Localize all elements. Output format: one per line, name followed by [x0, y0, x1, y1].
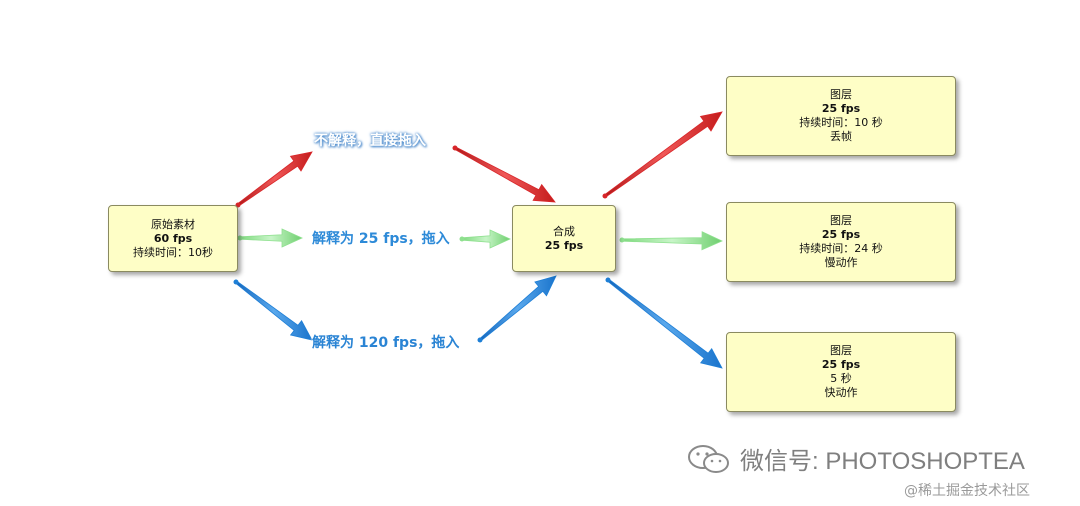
arrow-red-source-to-label-shape: [236, 151, 313, 207]
layer1-note: 丢帧: [830, 130, 852, 143]
arrow-blue-source-to-label-start-dot: [233, 279, 239, 285]
arrow-green-label-to-comp-shape: [461, 229, 511, 249]
arrow-green-source-to-label: [237, 228, 303, 248]
arrow-blue-source-to-label-shape: [234, 280, 313, 341]
layer3-note: 快动作: [824, 386, 858, 399]
arrow-blue-source-to-label: [233, 279, 313, 341]
arrow-green-comp-to-layer2-start-dot: [619, 237, 625, 243]
arrow-blue-label-to-comp: [477, 275, 557, 343]
wechat-watermark: 微信号: PHOTOSHOPTEA: [686, 441, 1025, 476]
wechat-logo-icon: [688, 444, 729, 473]
arrow-green-comp-to-layer2: [619, 231, 723, 251]
comp-title: 合成: [553, 224, 575, 238]
arrow-red-comp-to-layer1: [602, 111, 723, 199]
arrow-green-label-to-comp: [459, 229, 511, 249]
comp-rate: 25 fps: [544, 238, 584, 252]
arrow-red-comp-to-layer1-start-dot: [602, 193, 608, 199]
source-duration: 持续时间：10秒: [133, 245, 213, 259]
arrow-green-label-to-comp-start-dot: [459, 236, 465, 242]
arrow-blue-label-to-comp-start-dot: [477, 337, 483, 343]
layer2-note: 慢动作: [824, 256, 858, 269]
layer3-title: 图层: [830, 344, 852, 357]
arrow-red-comp-to-layer1-shape: [603, 111, 723, 198]
arrow-green-comp-to-layer2-shape: [621, 231, 723, 251]
arrow-blue-label-to-comp-shape: [478, 275, 557, 342]
arrow-red-label-to-comp-shape: [453, 146, 556, 203]
layer2-duration: 持续时间：24 秒: [799, 242, 883, 255]
layer2-title: 图层: [830, 214, 852, 227]
layer1-duration: 持续时间：10 秒: [799, 116, 883, 129]
layer-drop-frames-box: 图层 25 fps 持续时间：10 秒 丢帧: [726, 76, 956, 156]
arrow-blue-comp-to-layer3-start-dot: [605, 277, 611, 283]
source-title: 原始素材: [151, 217, 195, 231]
layer2-rate: 25 fps: [821, 228, 861, 241]
edge-label-interpret-25: 解释为 25 fps，拖入: [312, 231, 450, 247]
arrow-red-label-to-comp: [452, 145, 556, 203]
layer3-duration: 5 秒: [830, 372, 852, 385]
layer-fast-motion-box: 图层 25 fps 5 秒 快动作: [726, 332, 956, 412]
composition-box: 合成 25 fps: [512, 205, 616, 272]
edge-label-interpret-120: 解释为 120 fps，拖入: [312, 335, 460, 351]
arrow-green-source-to-label-shape: [239, 228, 303, 248]
source-rate: 60 fps: [153, 231, 193, 245]
source-footage-box: 原始素材 60 fps 持续时间：10秒: [108, 205, 238, 272]
arrow-red-label-to-comp-start-dot: [452, 145, 458, 151]
layer3-rate: 25 fps: [821, 358, 861, 371]
layer1-title: 图层: [830, 88, 852, 101]
arrow-green-source-to-label-start-dot: [237, 235, 243, 241]
arrow-red-source-to-label: [235, 151, 313, 208]
site-credit: @稀土掘金技术社区: [904, 483, 1030, 499]
arrow-blue-comp-to-layer3: [605, 277, 723, 369]
layer-slow-motion-box: 图层 25 fps 持续时间：24 秒 慢动作: [726, 202, 956, 282]
arrow-blue-comp-to-layer3-shape: [606, 278, 723, 369]
watermark-text: 微信号: PHOTOSHOPTEA: [740, 448, 1025, 475]
layer1-rate: 25 fps: [821, 102, 861, 115]
edge-label-no-interpret: 不解释，直接拖入: [314, 133, 426, 149]
